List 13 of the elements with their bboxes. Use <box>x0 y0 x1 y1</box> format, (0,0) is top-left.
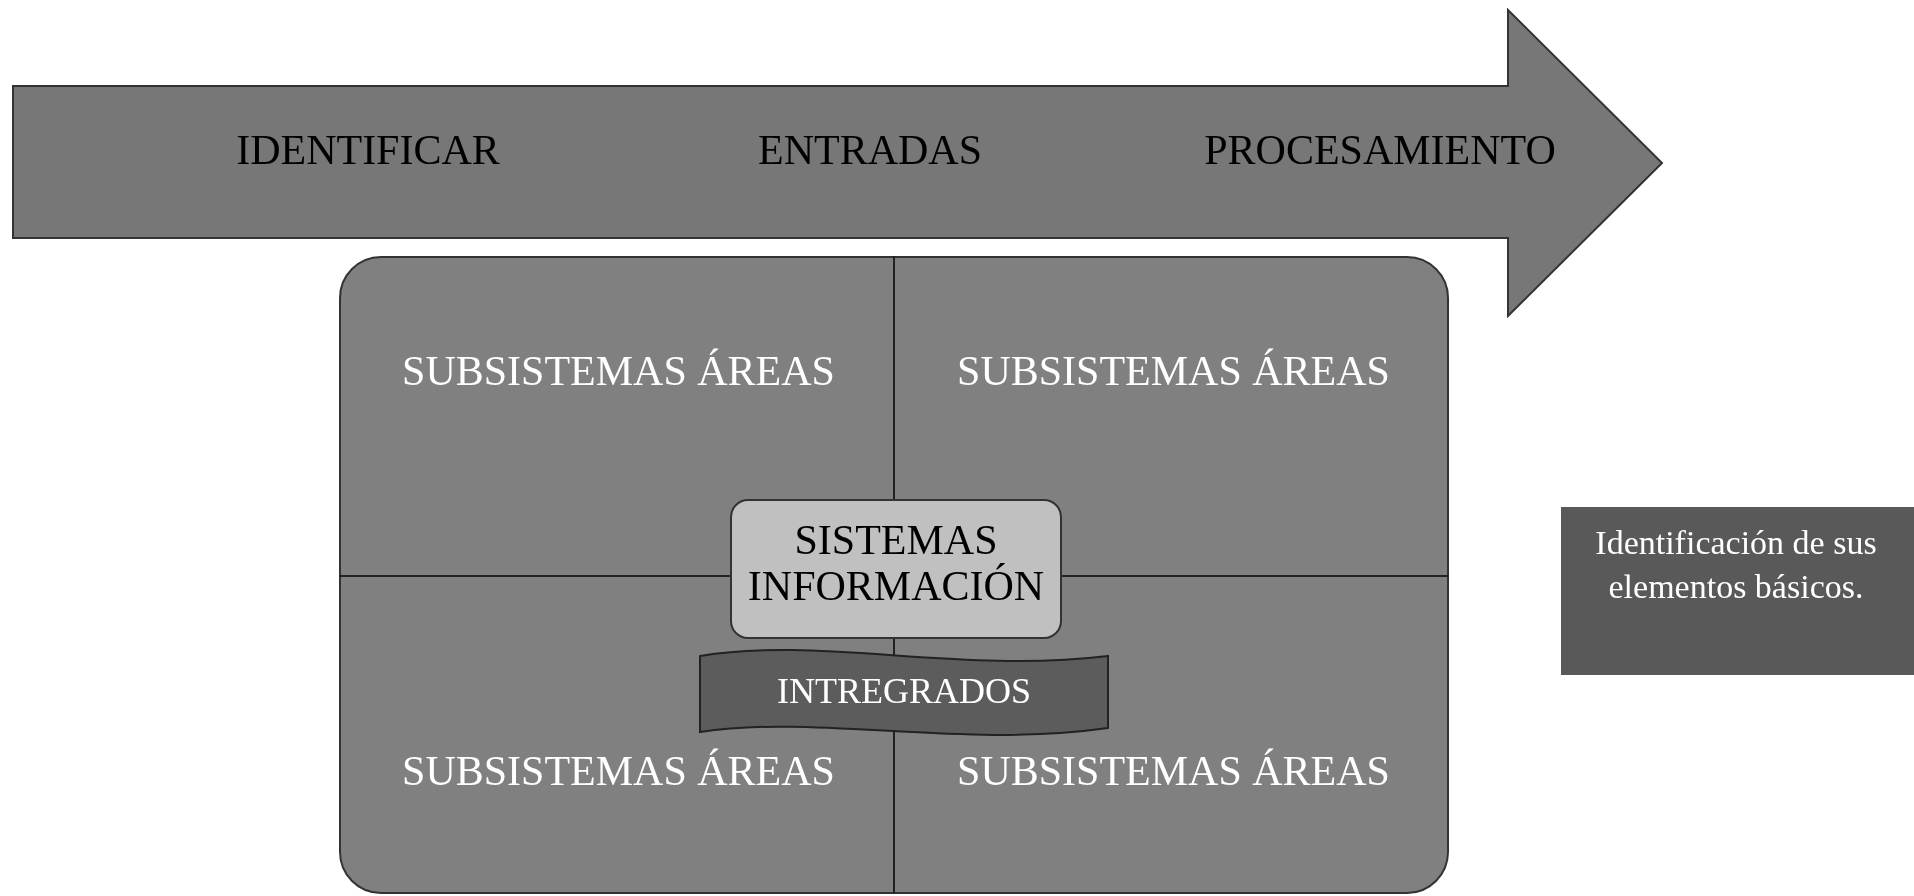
quadrant-label: SUBSISTEMAS ÁREAS <box>957 348 1390 395</box>
stage-label: PROCESAMIENTO <box>1204 126 1556 174</box>
stage-label: ENTRADAS <box>758 126 982 174</box>
note-text: Identificación de sus elementos básicos. <box>1594 523 1878 608</box>
quadrant-label: SUBSISTEMAS ÁREAS <box>402 348 835 395</box>
quadrant-label: SUBSISTEMAS ÁREAS <box>402 748 835 795</box>
rounded-panel <box>339 256 1449 894</box>
note-box <box>1561 507 1914 675</box>
card-label: SISTEMAS INFORMACIÓN <box>746 517 1046 610</box>
stage-label: IDENTIFICAR <box>236 126 500 174</box>
banner-label: INTREGRADOS <box>777 672 1031 712</box>
info-card <box>730 499 1062 639</box>
quadrant-label: SUBSISTEMAS ÁREAS <box>957 748 1390 795</box>
